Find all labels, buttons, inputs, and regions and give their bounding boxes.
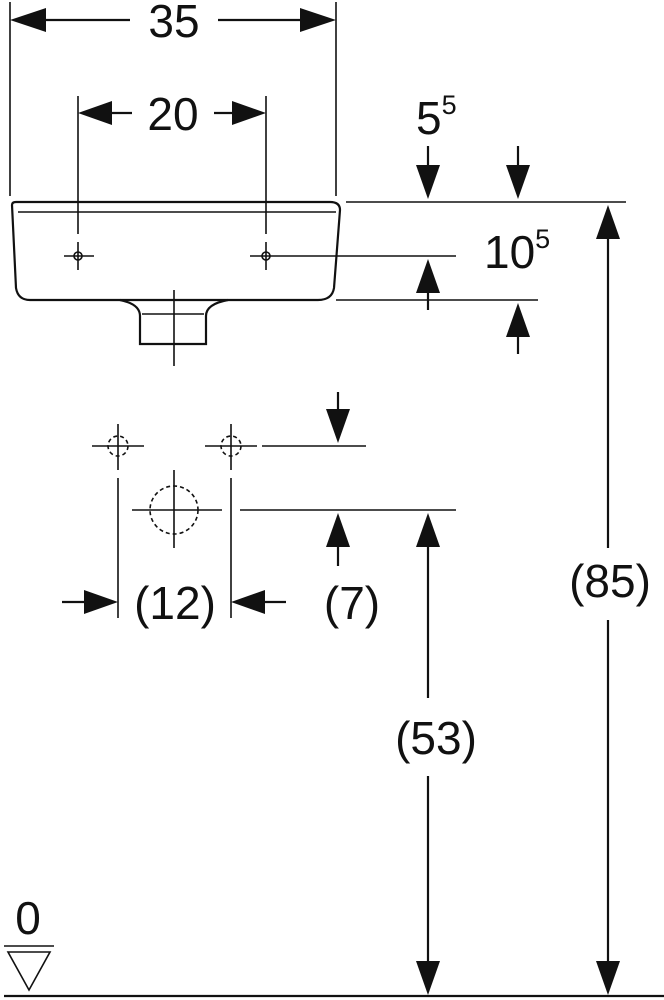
supply-valve-left-icon [92, 424, 144, 470]
label-drain-height: (53) [395, 712, 477, 764]
supply-valve-right-icon [205, 424, 257, 470]
dimension-rough-in-spacing: (12) [62, 478, 286, 629]
dimension-wall-distance: 55 [346, 90, 626, 203]
label-hole-height: 105 [484, 224, 550, 278]
dimension-mount-spacing: 20 [77, 88, 267, 234]
level-triangle-icon [6, 951, 52, 992]
drain-connection-icon [132, 470, 222, 548]
dimension-rim-height: (85) [569, 205, 651, 995]
mounting-hole-right-icon [250, 242, 290, 270]
basin-outline [10, 200, 342, 302]
label-width-overall: 35 [148, 0, 199, 47]
label-mount-spacing: 20 [147, 88, 198, 140]
label-floor-level: 0 [15, 892, 41, 944]
dimension-width-overall: 35 [9, 0, 337, 196]
dimension-rough-in-offset: (7) [240, 392, 456, 629]
drain-waste-outlet [119, 290, 229, 366]
mounting-hole-left-icon [64, 242, 94, 270]
label-rough-in-offset: (7) [324, 577, 380, 629]
floor-level-marker: 0 [4, 892, 54, 992]
label-rough-in-spacing: (12) [134, 577, 216, 629]
label-rim-height: (85) [569, 555, 651, 607]
dimension-hole-height: 105 [290, 224, 550, 354]
label-wall-distance: 55 [416, 90, 457, 144]
dimension-drain-height: (53) [395, 513, 477, 995]
